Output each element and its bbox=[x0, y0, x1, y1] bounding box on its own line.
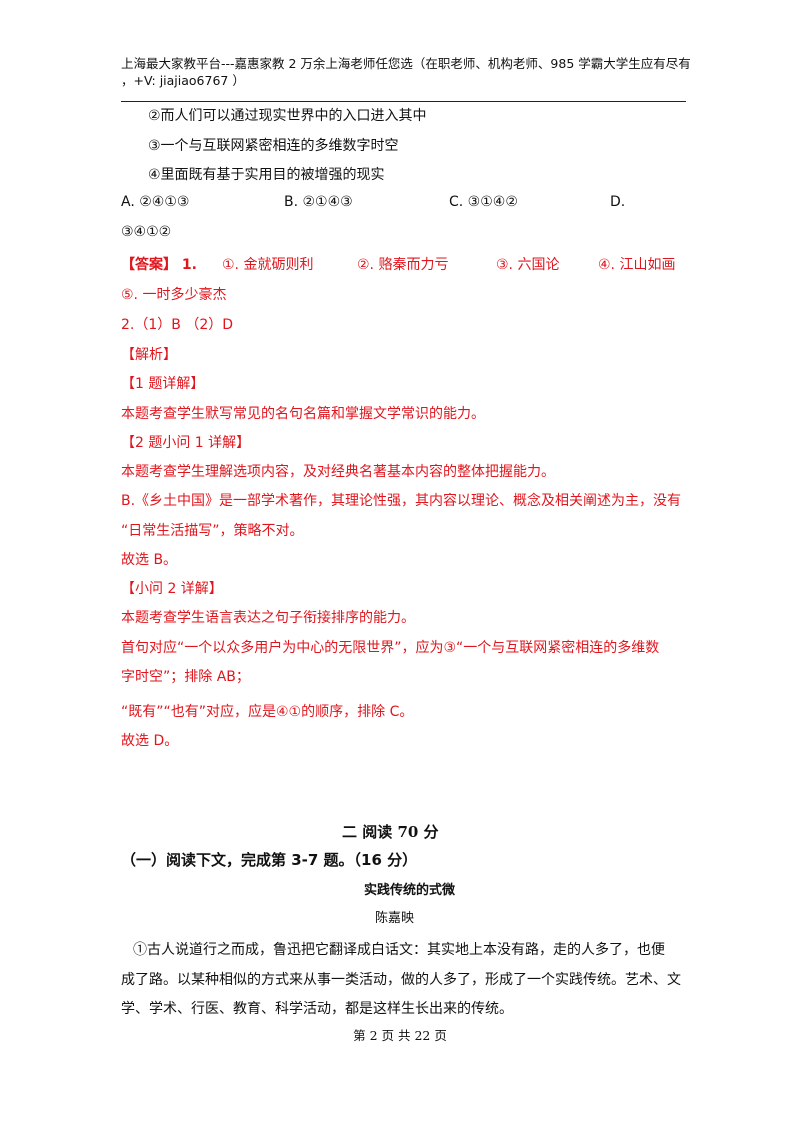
analysis-paragraph-5b: 字时空”；排除 AB； bbox=[121, 669, 250, 685]
header-divider bbox=[121, 101, 686, 102]
article-paragraph-1a: ①古人说道行之而成，鲁迅把它翻译成白话文：其实地上本没有路，走的人多了，也便 bbox=[133, 942, 665, 958]
analysis-paragraph-5a: 首句对应“一个以众多用户为中心的无限世界”，应为③“一个与互联网紧密相连的多维数 bbox=[121, 640, 660, 656]
analysis-title: 【解析】 bbox=[121, 347, 177, 363]
analysis-paragraph-6: “既有”“也有”对应，应是④①的顺序，排除 C。 bbox=[121, 704, 414, 720]
answer-blank-3: ③. 六国论 bbox=[496, 257, 560, 273]
analysis-conclusion-2: 故选 D。 bbox=[121, 733, 179, 749]
option-c: C. ③①④② bbox=[449, 194, 518, 210]
header-line-1: 上海最大家教平台---嘉惠家教 2 万余上海老师任您选（在职老师、机构老师、98… bbox=[121, 56, 691, 71]
option-b: B. ②①④③ bbox=[284, 194, 353, 210]
sentence-item-4: ④里面既有基于实用目的被增强的现实 bbox=[148, 167, 385, 183]
analysis-paragraph-4: 本题考查学生语言表达之句子衔接排序的能力。 bbox=[121, 610, 415, 626]
analysis-heading-1: 【1 题详解】 bbox=[121, 376, 205, 392]
analysis-paragraph-1: 本题考查学生默写常见的名句名篇和掌握文学常识的能力。 bbox=[121, 406, 485, 422]
analysis-paragraph-2: 本题考查学生理解选项内容，及对经典名著基本内容的整体把握能力。 bbox=[121, 464, 555, 480]
article-paragraph-1c: 学、学术、行医、教育、科学活动，都是这样生长出来的传统。 bbox=[121, 1001, 513, 1017]
analysis-paragraph-3a: B.《乡土中国》是一部学术著作，其理论性强，其内容以理论、概念及相关阐述为主，没… bbox=[121, 493, 682, 509]
sentence-item-2: ②而人们可以通过现实世界中的入口进入其中 bbox=[148, 108, 427, 124]
page-header: 上海最大家教平台---嘉惠家教 2 万余上海老师任您选（在职老师、机构老师、98… bbox=[121, 55, 691, 89]
answer-label: 【答案】 1. bbox=[121, 257, 197, 273]
article-title: 实践传统的式微 bbox=[364, 883, 456, 898]
section-heading: 二 阅读 70 分 bbox=[342, 823, 439, 841]
option-a: A. ②④①③ bbox=[121, 194, 190, 210]
answer-blank-5: ⑤. 一时多少豪杰 bbox=[121, 287, 227, 303]
analysis-conclusion-1: 故选 B。 bbox=[121, 552, 178, 568]
option-d: D. bbox=[610, 194, 626, 210]
answer-question-2: 2.（1）B （2）D bbox=[121, 317, 234, 333]
answer-blank-1: ①. 金就砺则利 bbox=[222, 257, 314, 273]
header-line-2: ，+V: jiajiao6767 ） bbox=[121, 73, 245, 88]
page-footer: 第 2 页 共 22 页 bbox=[353, 1028, 447, 1043]
option-d-continued: ③④①② bbox=[121, 224, 172, 240]
article-paragraph-1b: 成了路。以某种相似的方式来从事一类活动，做的人多了，形成了一个实践传统。艺术、文 bbox=[121, 972, 681, 988]
analysis-paragraph-3b: “日常生活描写”，策略不对。 bbox=[121, 523, 304, 539]
answer-blank-2: ②. 赂秦而力亏 bbox=[357, 257, 449, 273]
analysis-heading-3: 【小问 2 详解】 bbox=[121, 581, 223, 597]
subsection-heading: （一）阅读下文，完成第 3-7 题。（16 分） bbox=[121, 851, 418, 869]
analysis-heading-2: 【2 题小问 1 详解】 bbox=[121, 435, 251, 451]
article-author: 陈嘉映 bbox=[375, 911, 415, 926]
answer-blank-4: ④. 江山如画 bbox=[598, 257, 676, 273]
sentence-item-3: ③一个与互联网紧密相连的多维数字时空 bbox=[148, 138, 399, 154]
